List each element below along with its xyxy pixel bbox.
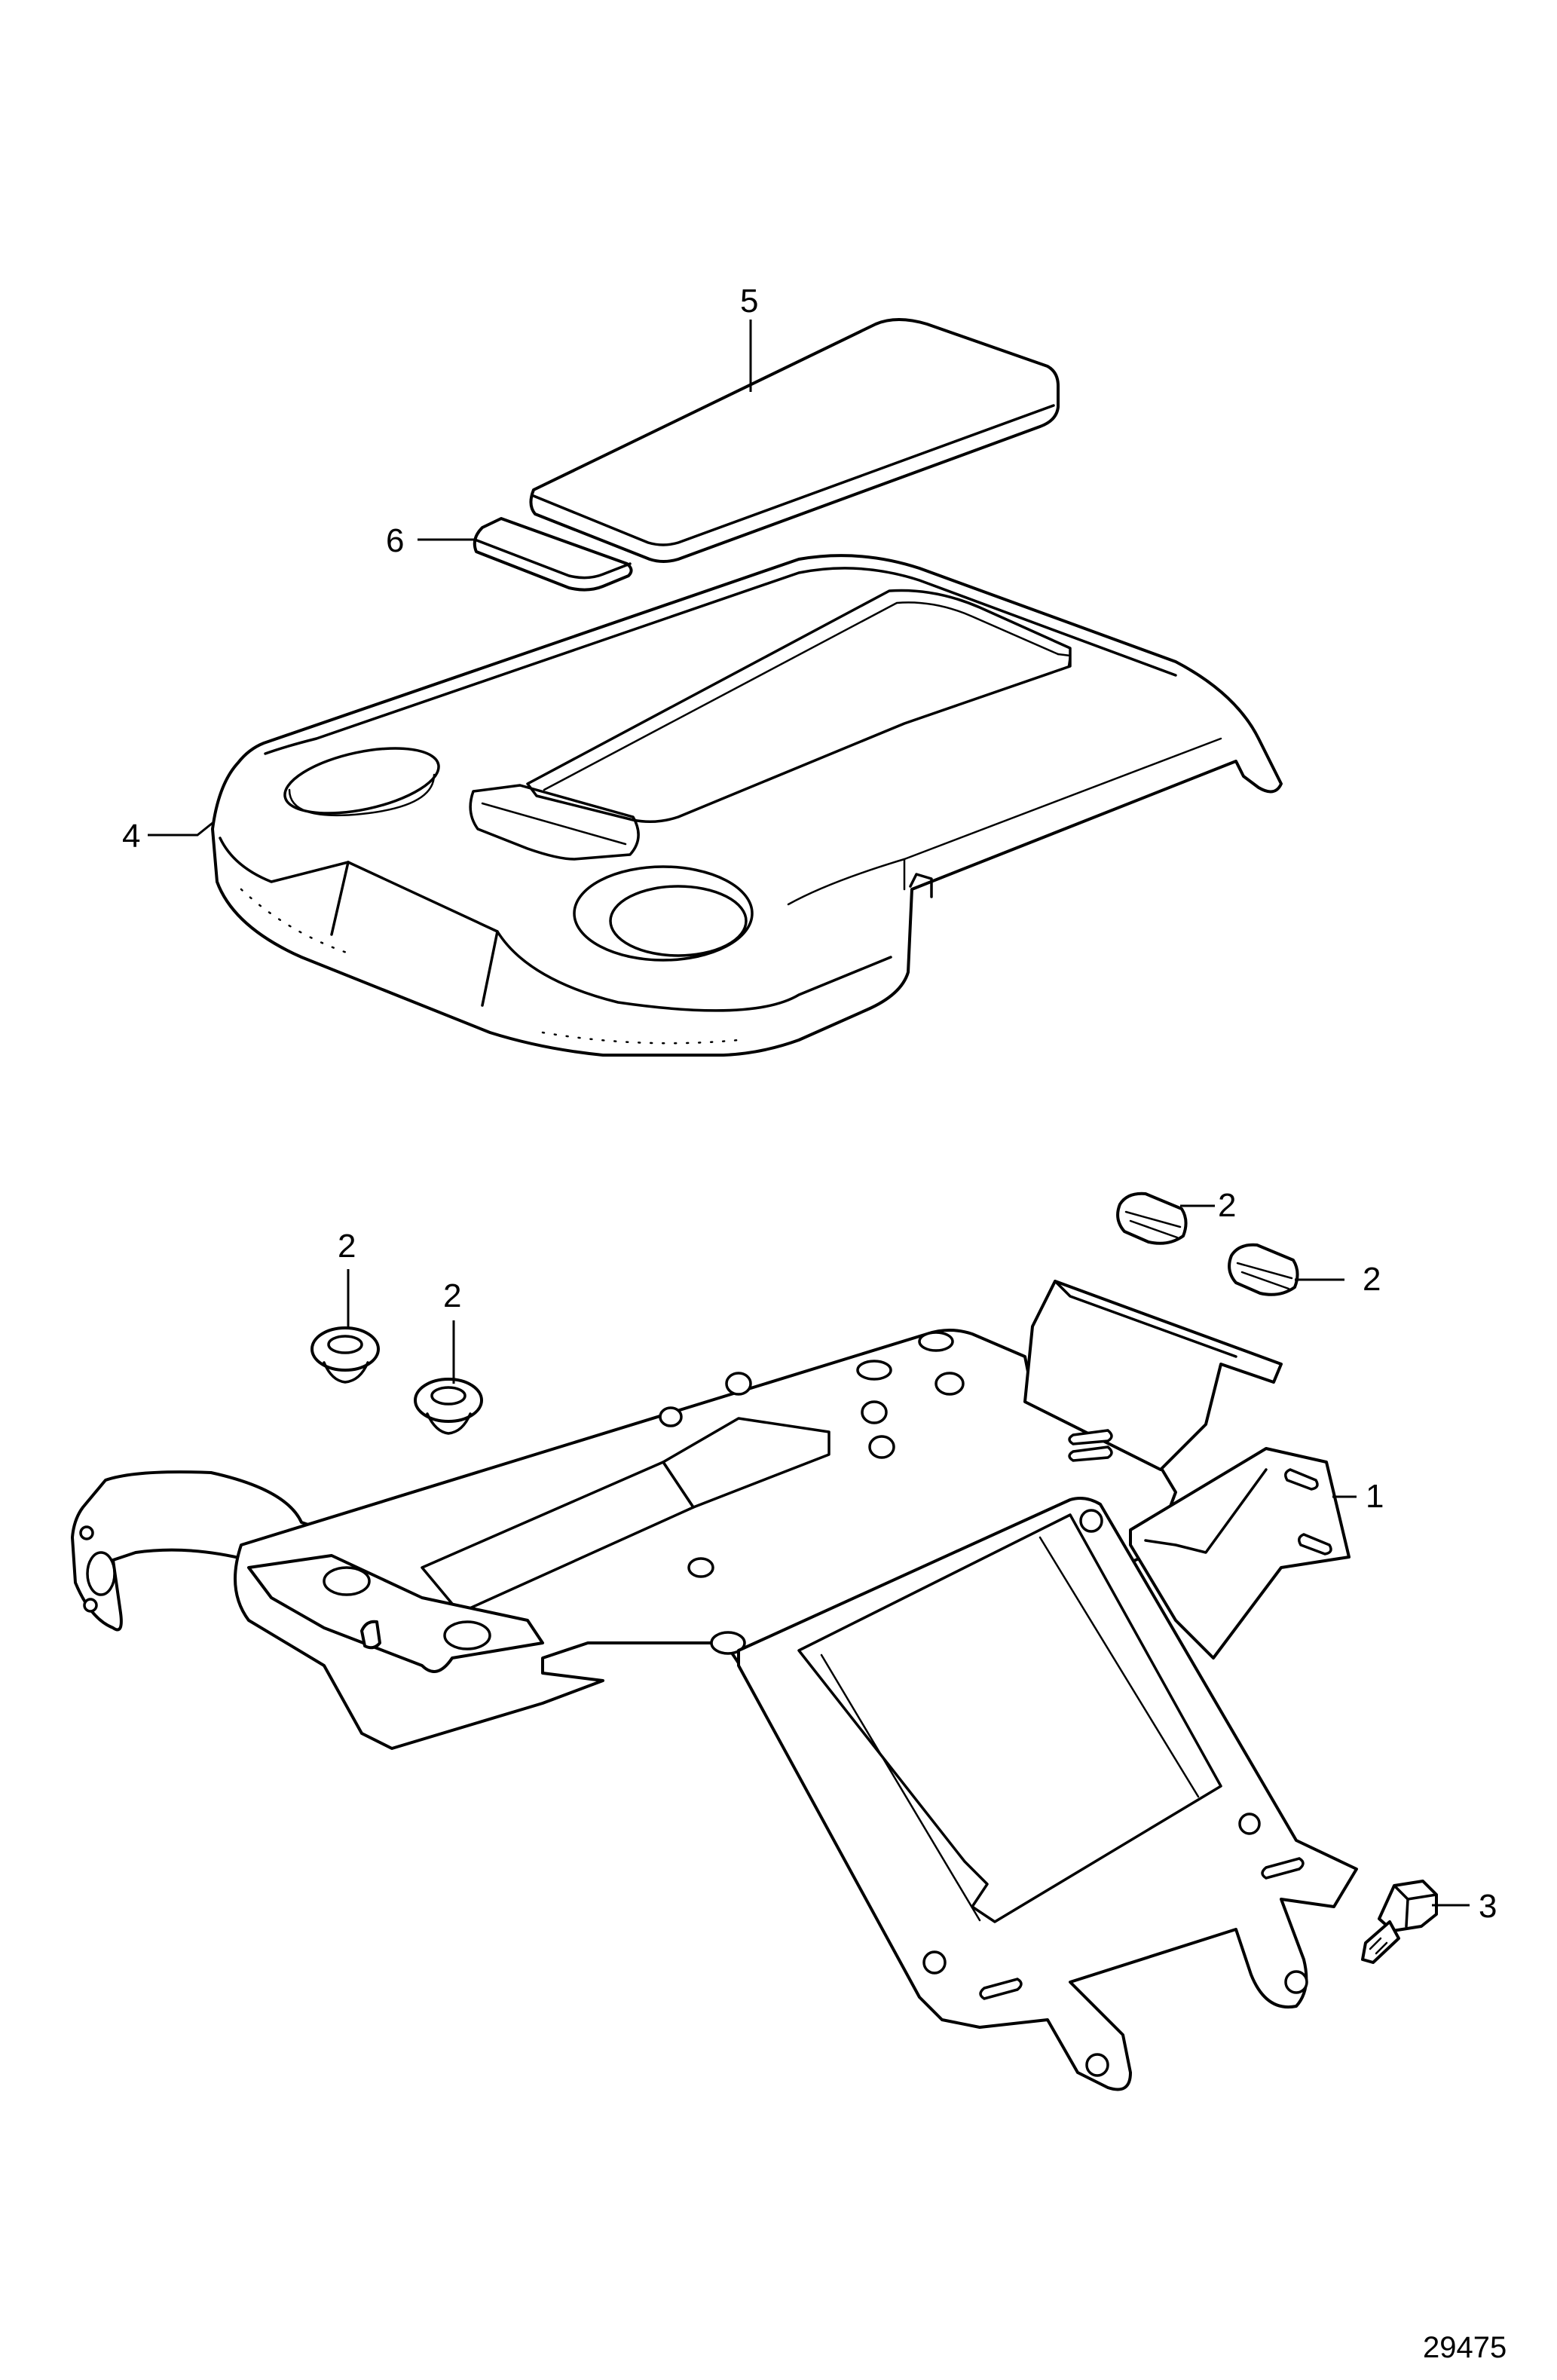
part-6-small-pad [473,517,633,592]
callout-5: 5 [740,283,758,320]
callout-2a: 2 [338,1228,356,1265]
callout-2c: 2 [1218,1187,1236,1224]
part-2-grommet-b [414,1378,483,1435]
part-2-grommet-d [1228,1243,1299,1296]
part-3-bolt [1361,1880,1438,1964]
part-1-bracket [71,1280,1358,2091]
callout-labels: 5 6 4 2 2 2 2 1 3 29475 [122,283,1507,2364]
part-5-large-pad [529,318,1060,563]
reference-number: 29475 [1423,2331,1507,2364]
callout-2d: 2 [1363,1261,1381,1298]
callout-4: 4 [122,818,140,855]
callout-3: 3 [1479,1888,1497,1925]
part-2-grommet-a [310,1326,380,1384]
leader-lines [148,320,1470,1907]
part-4-engine-cover [211,554,1283,1057]
part-2-grommet-c [1116,1192,1188,1245]
callout-2b: 2 [443,1277,461,1314]
callout-1: 1 [1366,1478,1384,1515]
callout-6: 6 [386,522,404,559]
